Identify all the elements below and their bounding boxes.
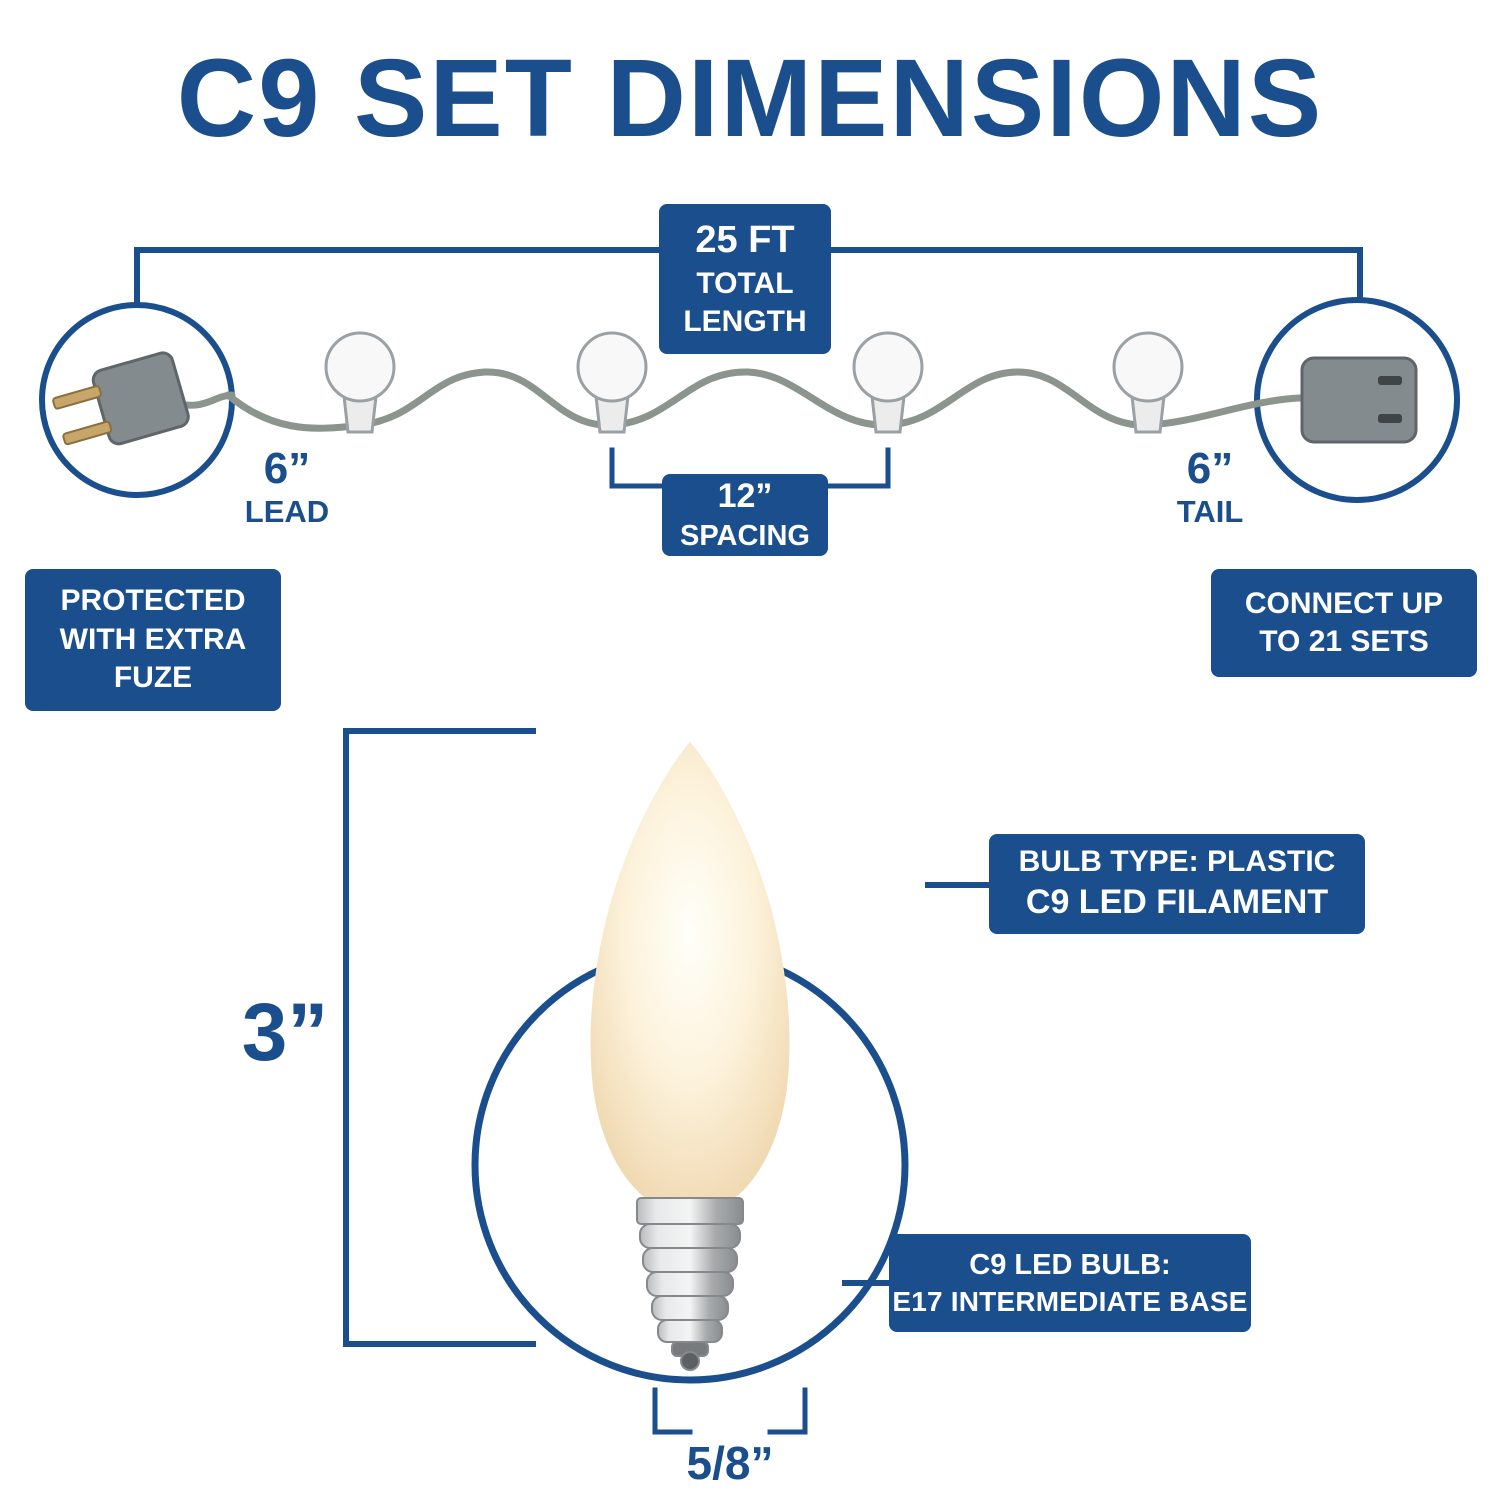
lead-dimension: 6” LEAD: [217, 444, 357, 530]
lead-value: 6”: [263, 444, 311, 493]
receptacle-icon: [1296, 356, 1418, 444]
e17-base-illustration: [636, 1197, 744, 1371]
width-bracket-left: [652, 1387, 693, 1435]
total-length-value: 25 FT: [695, 219, 795, 262]
string-bulb-icon: [1112, 331, 1184, 434]
total-length-line2: TOTAL: [696, 266, 794, 300]
connect-line2: TO 21 SETS: [1259, 625, 1429, 658]
tail-text: TAIL: [1176, 494, 1244, 530]
protected-line2: WITH EXTRA: [59, 622, 247, 656]
tail-dimension: 6” TAIL: [1140, 444, 1280, 530]
lead-text: LEAD: [244, 494, 330, 530]
base-type-callout: C9 LED BULB: E17 INTERMEDIATE BASE: [889, 1234, 1251, 1332]
bulb-type-line2: C9 LED FILAMENT: [1025, 883, 1329, 922]
c9-bulb-illustration: [590, 742, 790, 1200]
string-wire: [224, 368, 1304, 432]
connect-line1: CONNECT UP: [1244, 586, 1444, 620]
tail-value: 6”: [1186, 444, 1234, 493]
bulb-type-line1: BULB TYPE: PLASTIC: [1018, 845, 1336, 879]
string-bulb-icon: [852, 331, 924, 434]
spacing-value: 12”: [717, 476, 773, 515]
total-length-callout: 25 FT TOTAL LENGTH: [659, 204, 831, 354]
protected-line3: FUZE: [113, 661, 193, 695]
page-title: C9 SET DIMENSIONS: [176, 37, 1324, 160]
spacing-callout: 12” SPACING: [662, 474, 828, 556]
protected-line1: PROTECTED: [60, 584, 246, 618]
bulb-type-callout: BULB TYPE: PLASTIC C9 LED FILAMENT: [989, 834, 1365, 934]
connect-note: CONNECT UP TO 21 SETS: [1211, 569, 1477, 677]
spacing-text: SPACING: [680, 520, 810, 553]
plug-icon: [52, 351, 236, 446]
width-bracket-right: [767, 1387, 808, 1435]
base-type-line1: C9 LED BULB:: [969, 1248, 1171, 1281]
string-bulb-icon: [576, 331, 648, 434]
base-type-line2: E17 INTERMEDIATE BASE: [892, 1285, 1248, 1317]
protected-note: PROTECTED WITH EXTRA FUZE: [25, 569, 281, 711]
string-bulb-icon: [324, 331, 396, 434]
total-length-line3: LENGTH: [683, 305, 807, 339]
height-bracket: [343, 728, 536, 1347]
bulb-height-label: 3”: [241, 987, 329, 1078]
bulb-width-label: 5/8”: [686, 1437, 774, 1489]
